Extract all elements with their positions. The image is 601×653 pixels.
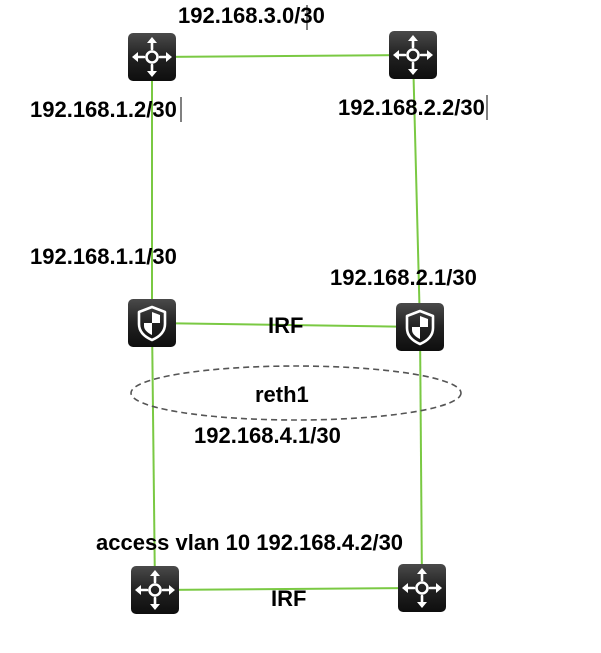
firewall-left-icon[interactable] — [126, 297, 178, 349]
reth1-group-ellipse — [130, 365, 462, 421]
firewall-irf-label: IRF — [268, 313, 303, 338]
top-link-label: 192.168.3.0/30 — [178, 3, 325, 28]
link-right-router-firewall — [412, 54, 421, 328]
switch-bottom-left-icon[interactable] — [129, 564, 181, 616]
link-right-firewall-switch — [419, 326, 423, 589]
link-firewalls-irf — [151, 322, 421, 328]
right-router-addr-label: 192.168.2.2/30 — [338, 95, 485, 120]
link-left-firewall-switch — [151, 322, 156, 591]
left-router-addr-label: 192.168.1.2/30 — [30, 97, 177, 122]
firewall-right-icon[interactable] — [394, 301, 446, 353]
left-fw-addr-label: 192.168.1.1/30 — [30, 244, 177, 269]
link-top-routers — [151, 54, 414, 58]
right-fw-addr-label: 192.168.2.1/30 — [330, 265, 477, 290]
router-top-right-icon[interactable] — [387, 29, 439, 81]
access-vlan-label: access vlan 10 192.168.4.2/30 — [96, 530, 403, 555]
switch-irf-label: IRF — [271, 586, 306, 611]
reth-addr-label: 192.168.4.1/30 — [194, 423, 341, 448]
switch-bottom-right-icon[interactable] — [396, 562, 448, 614]
link-group — [151, 54, 423, 591]
link-switches-irf — [154, 587, 423, 591]
reth1-label: reth1 — [255, 382, 309, 407]
router-top-left-icon[interactable] — [126, 31, 178, 83]
